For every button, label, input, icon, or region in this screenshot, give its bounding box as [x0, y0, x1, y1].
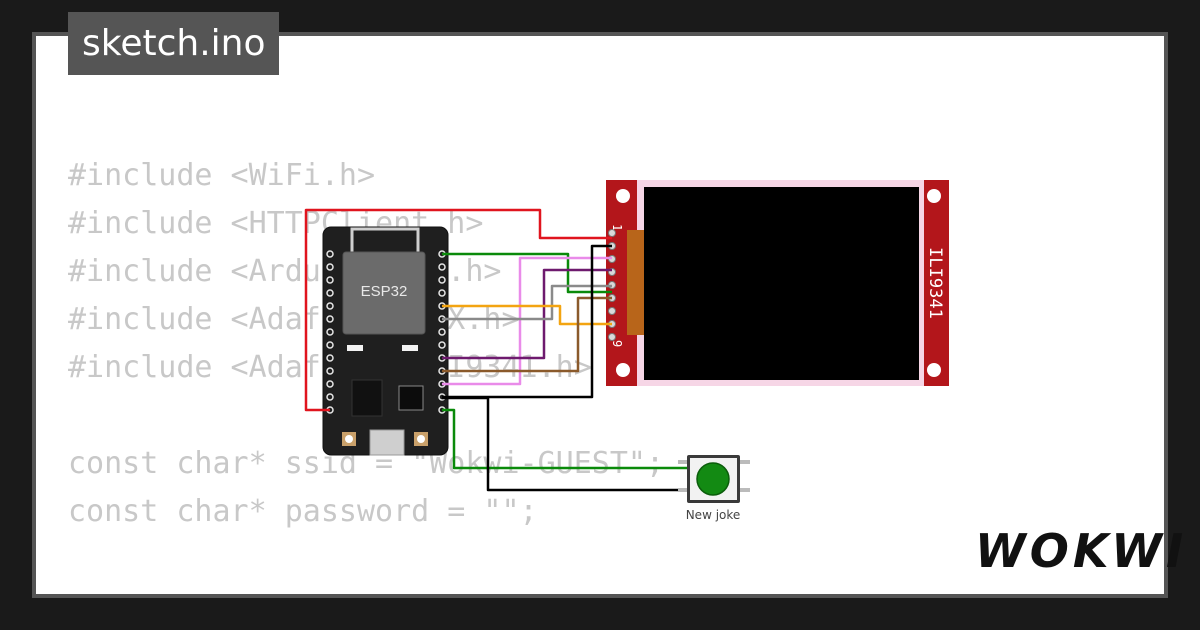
- esp32-label: ESP32: [361, 283, 408, 300]
- wire-green: [442, 252, 612, 294]
- wire-pink: [442, 256, 612, 386]
- button-label: New joke: [686, 508, 741, 522]
- esp32-left-pins: [326, 250, 334, 414]
- wire-green-button: [442, 408, 689, 470]
- wire-black-button: [442, 396, 689, 492]
- display-pin-last: 9: [610, 340, 624, 347]
- wires: [304, 208, 689, 492]
- wire-brown: [442, 296, 612, 373]
- ili9341-display[interactable]: 1 9 ILI9341: [606, 180, 949, 386]
- code-line: #include <HTTPClient.h>: [68, 206, 484, 241]
- wire-red: [304, 208, 612, 412]
- sketch-title[interactable]: sketch.ino: [68, 12, 280, 75]
- code-line: const char* password = "";: [68, 494, 538, 529]
- wire-gray: [442, 284, 612, 321]
- wokwi-logo[interactable]: WOKWI: [975, 524, 1188, 578]
- esp32-board[interactable]: ESP32: [322, 226, 449, 456]
- display-pin-first: 1: [610, 224, 624, 231]
- wire-purple: [442, 268, 612, 360]
- wire-orange: [442, 304, 612, 326]
- code-line: #include <WiFi.h>: [68, 158, 376, 193]
- push-button[interactable]: New joke: [678, 455, 750, 522]
- code-line: #define BTN_PIN 5: [68, 584, 664, 594]
- wire-black-display: [442, 244, 612, 399]
- display-label: ILI9341: [925, 247, 945, 319]
